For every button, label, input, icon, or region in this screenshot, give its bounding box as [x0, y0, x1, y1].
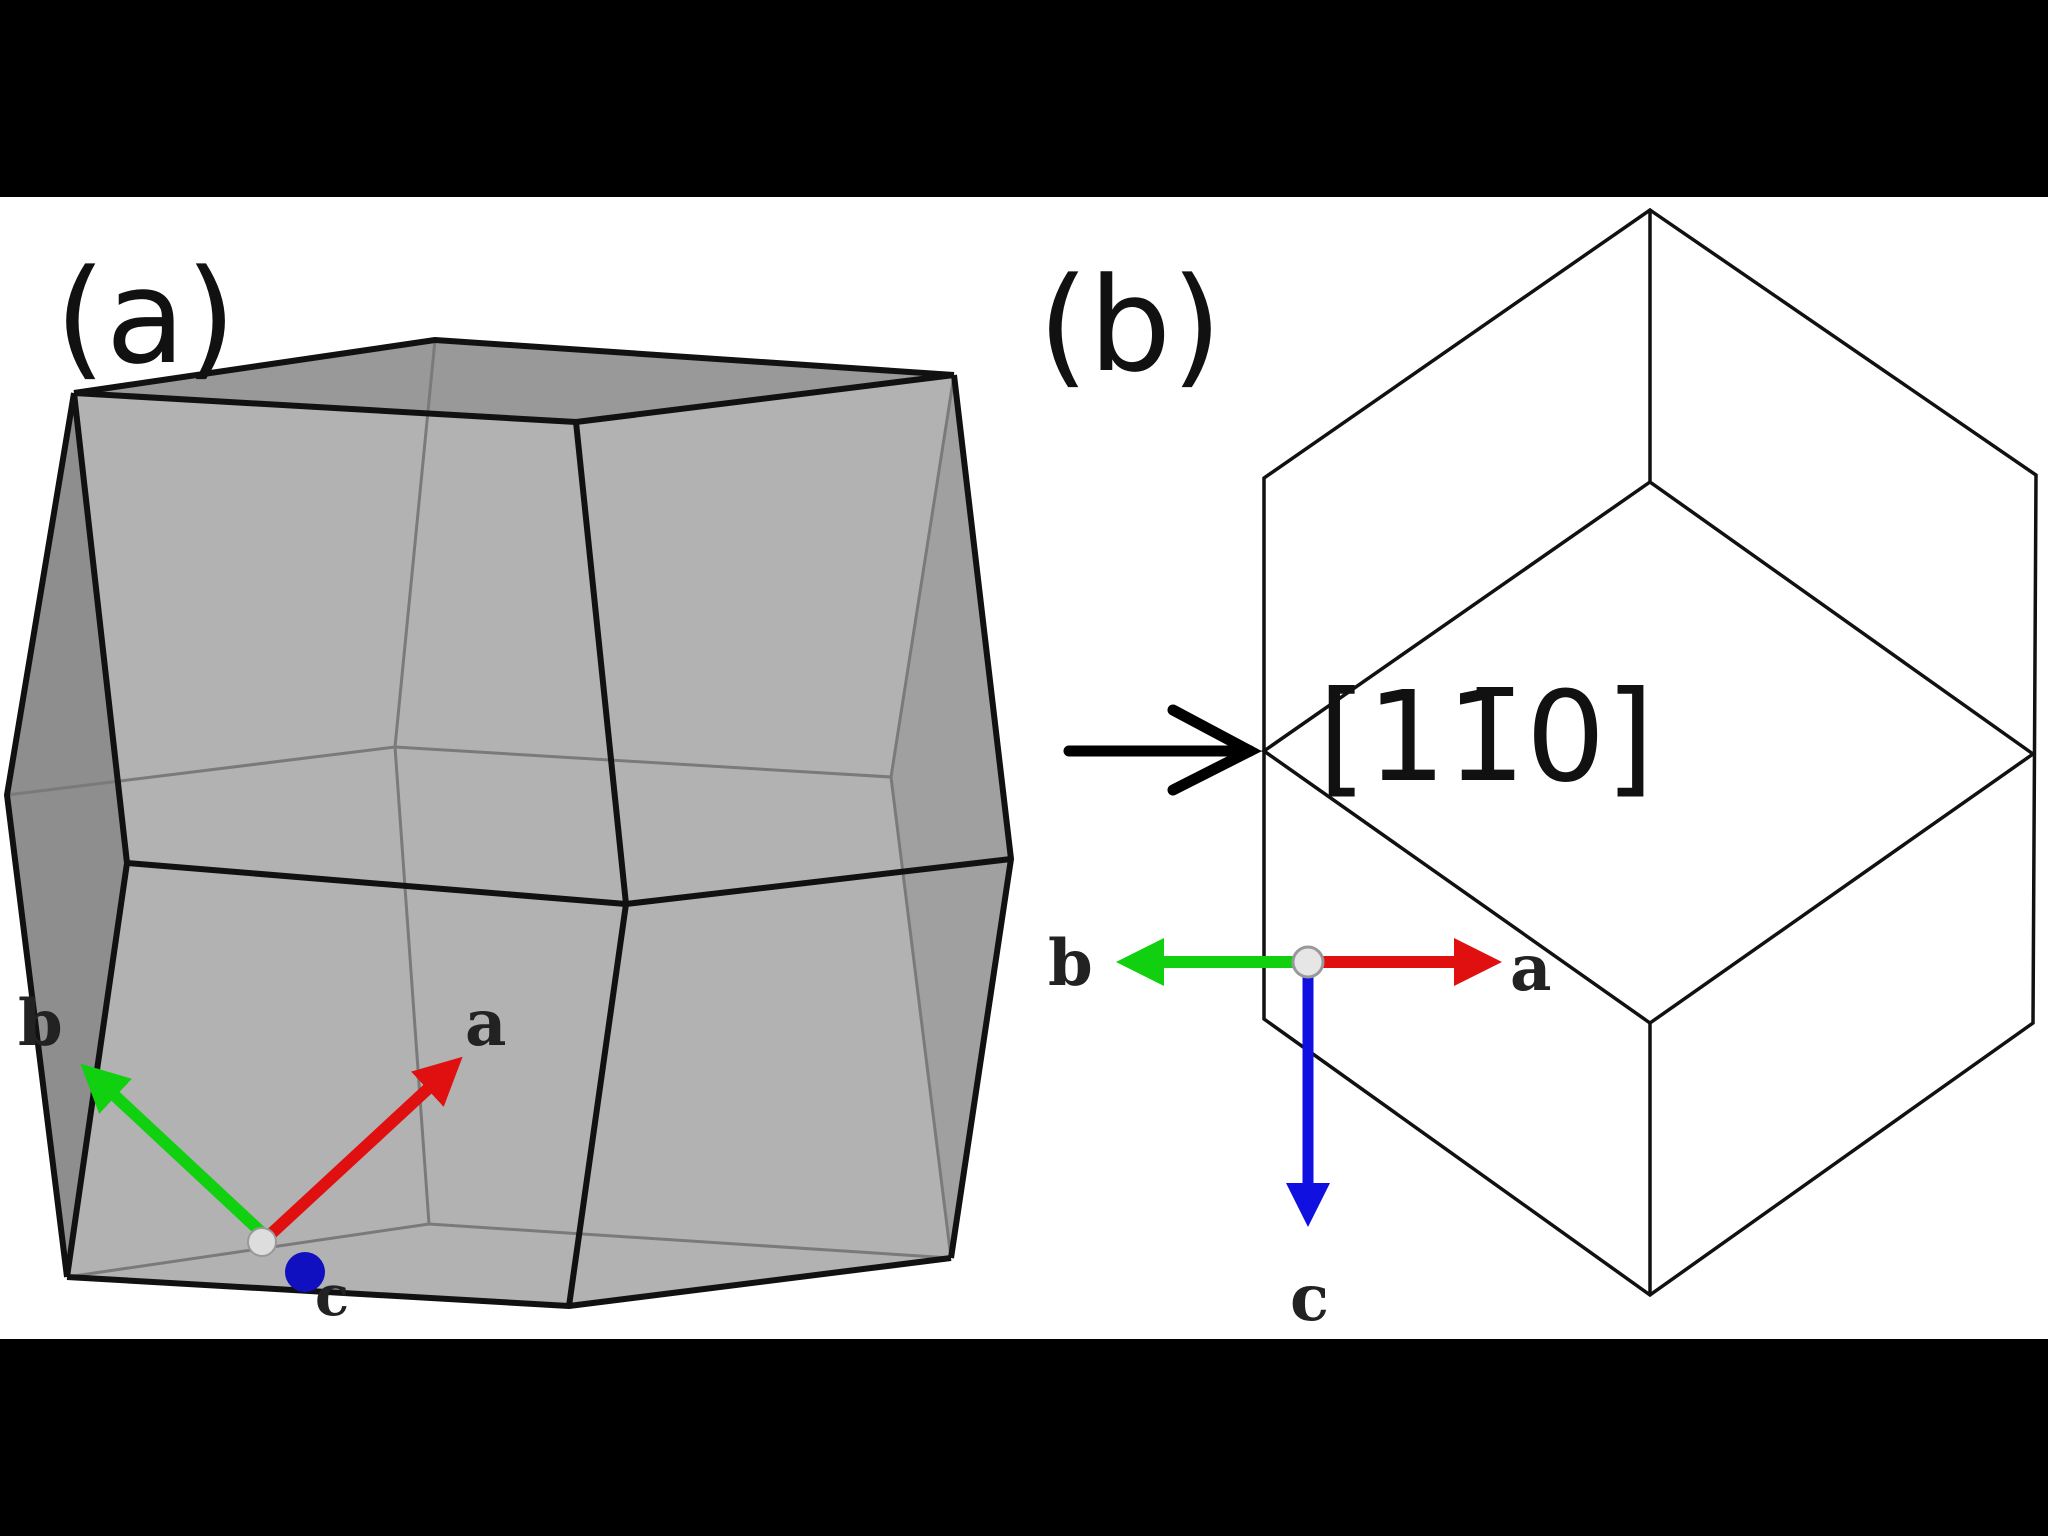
axis-c-label: c [1290, 1261, 1329, 1336]
axis-b-label: b [18, 986, 63, 1061]
right-side-face [891, 375, 1011, 1258]
axis-c-label: c [315, 1263, 349, 1329]
hidden-edges [6, 339, 956, 1279]
axis-a-arrow [267, 1056, 463, 1238]
axis-triad-a: b a c [18, 986, 506, 1329]
polyhedron-b [1260, 207, 2038, 1298]
polyhedron-a [4, 337, 1014, 1309]
axis-c-arrow [285, 1252, 325, 1292]
origin-sphere [1291, 945, 1325, 979]
origin-sphere [247, 1227, 277, 1257]
axis-triad-b: b a c [1048, 926, 1551, 1336]
panel-b-label: (b) [1038, 249, 1222, 401]
crystal-silhouette [7, 340, 1011, 1306]
visible-edges [4, 337, 1014, 1309]
direction-label: [11̄0] [1318, 665, 1654, 810]
axis-b-label: b [1048, 926, 1093, 1001]
direction-arrow [1063, 704, 1262, 796]
axis-b-arrow [80, 1063, 267, 1238]
axis-a-label: a [465, 986, 506, 1061]
panel-a-label: (a) [55, 241, 236, 393]
axis-a-label: a [1510, 931, 1551, 1006]
